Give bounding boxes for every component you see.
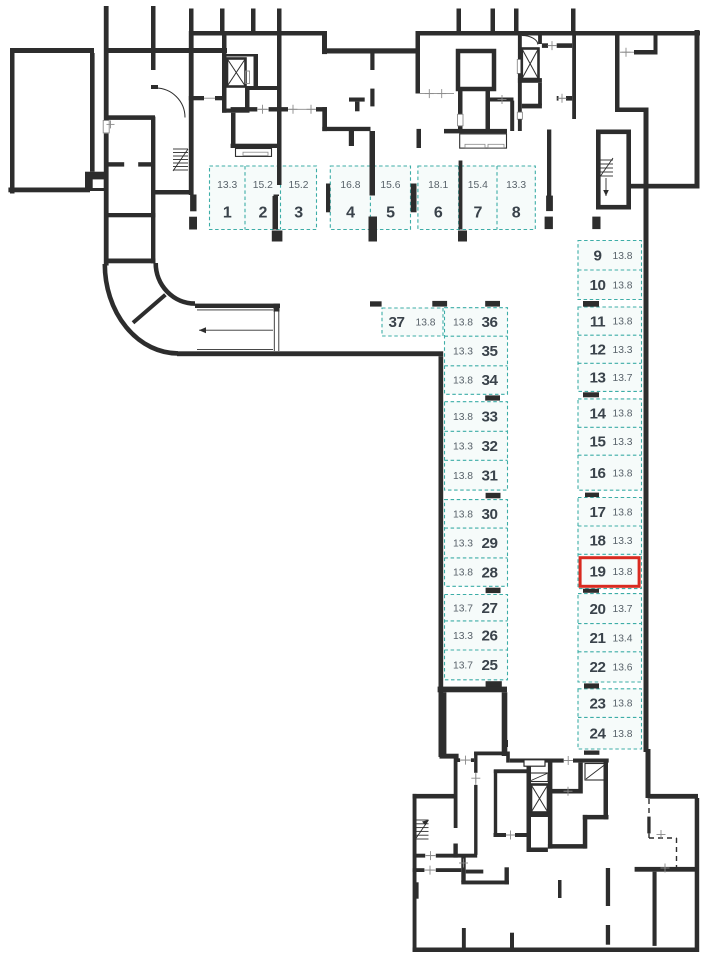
svg-text:13.7: 13.7	[453, 661, 473, 672]
svg-text:20: 20	[589, 601, 605, 618]
svg-text:33: 33	[481, 409, 497, 426]
svg-text:13.8: 13.8	[612, 567, 632, 578]
svg-text:13.7: 13.7	[453, 603, 473, 614]
svg-text:13.8: 13.8	[453, 471, 473, 482]
svg-text:13.3: 13.3	[453, 441, 473, 452]
svg-text:7: 7	[473, 205, 482, 222]
svg-text:29: 29	[481, 535, 497, 552]
svg-text:15.2: 15.2	[253, 180, 273, 191]
svg-text:21: 21	[589, 630, 606, 647]
svg-text:13.3: 13.3	[612, 345, 632, 356]
svg-text:19: 19	[589, 564, 605, 581]
svg-text:2: 2	[258, 205, 267, 222]
svg-text:13.8: 13.8	[453, 376, 473, 387]
svg-text:30: 30	[481, 506, 497, 523]
svg-text:13.8: 13.8	[453, 412, 473, 423]
svg-text:13.7: 13.7	[612, 373, 632, 384]
svg-text:13.3: 13.3	[612, 536, 632, 547]
svg-text:13.8: 13.8	[612, 317, 632, 328]
svg-text:13.8: 13.8	[612, 409, 632, 420]
svg-text:37: 37	[388, 314, 404, 331]
svg-text:6: 6	[434, 205, 443, 222]
svg-text:10: 10	[589, 277, 605, 294]
svg-text:35: 35	[481, 343, 498, 360]
svg-text:13.8: 13.8	[612, 729, 632, 740]
svg-text:13.6: 13.6	[612, 663, 632, 674]
svg-text:27: 27	[481, 600, 497, 617]
svg-text:34: 34	[481, 372, 498, 389]
svg-text:13: 13	[589, 370, 605, 387]
svg-text:13.8: 13.8	[453, 568, 473, 579]
svg-text:13.3: 13.3	[453, 539, 473, 550]
svg-text:13.3: 13.3	[217, 180, 237, 191]
svg-text:3: 3	[294, 205, 303, 222]
svg-text:23: 23	[589, 695, 605, 712]
svg-text:26: 26	[481, 628, 497, 645]
svg-text:32: 32	[481, 438, 497, 455]
svg-text:14: 14	[589, 405, 606, 422]
svg-text:13.8: 13.8	[453, 510, 473, 521]
svg-text:18: 18	[589, 532, 605, 549]
svg-text:12: 12	[589, 341, 605, 358]
svg-text:13.8: 13.8	[415, 318, 435, 329]
svg-text:11: 11	[590, 313, 606, 330]
svg-text:8: 8	[512, 205, 521, 222]
svg-text:18.1: 18.1	[428, 180, 448, 191]
svg-text:13.8: 13.8	[612, 699, 632, 710]
svg-text:5: 5	[386, 205, 395, 222]
svg-text:31: 31	[481, 467, 498, 484]
svg-text:13.8: 13.8	[612, 251, 632, 262]
svg-text:28: 28	[481, 564, 497, 581]
svg-text:22: 22	[589, 659, 605, 676]
svg-text:4: 4	[346, 205, 355, 222]
svg-text:13.8: 13.8	[612, 280, 632, 291]
svg-text:17: 17	[589, 504, 605, 521]
svg-text:15.2: 15.2	[288, 180, 308, 191]
svg-text:13.3: 13.3	[506, 180, 526, 191]
svg-text:36: 36	[481, 314, 497, 331]
svg-text:15.6: 15.6	[380, 180, 400, 191]
svg-text:25: 25	[481, 657, 498, 674]
svg-text:13.3: 13.3	[453, 347, 473, 358]
svg-text:9: 9	[593, 247, 601, 264]
svg-text:13.4: 13.4	[612, 633, 632, 644]
svg-text:15.4: 15.4	[468, 180, 488, 191]
svg-text:13.8: 13.8	[612, 468, 632, 479]
svg-text:1: 1	[223, 205, 232, 222]
svg-text:13.3: 13.3	[612, 437, 632, 448]
svg-text:13.8: 13.8	[612, 507, 632, 518]
svg-text:16.8: 16.8	[340, 180, 360, 191]
svg-text:16: 16	[589, 465, 605, 482]
svg-text:24: 24	[589, 725, 606, 742]
svg-text:15: 15	[589, 433, 606, 450]
svg-text:13.8: 13.8	[453, 318, 473, 329]
svg-text:13.3: 13.3	[453, 631, 473, 642]
svg-text:13.7: 13.7	[612, 604, 632, 615]
